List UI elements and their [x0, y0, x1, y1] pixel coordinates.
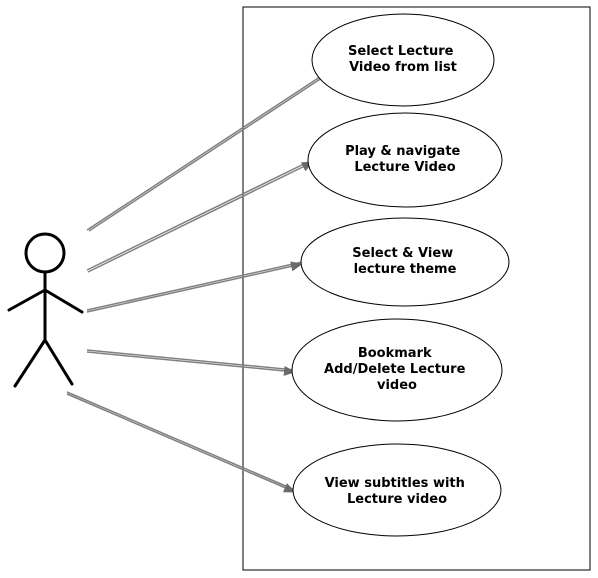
system-boundary [242, 6, 591, 571]
use-cases: Select Lecture Video from list Play & na… [291, 13, 510, 537]
association-arrow [86, 261, 303, 313]
svg-text:Select & View lecture: Select & View lecture theme [352, 246, 457, 277]
svg-text:View subtitles with Le: View subtitles with Lecture video [325, 476, 470, 507]
use-case-label-line: Select & View [352, 246, 453, 261]
use-case-select-lecture-video: Select Lecture Video from list [311, 13, 495, 107]
svg-text:Select Lecture Video f: Select Lecture Video from list [348, 44, 458, 75]
svg-text:Play & navigate Lectur: Play & navigate Lecture Video [345, 144, 465, 175]
association-arrow [86, 159, 314, 273]
svg-text:Bookmark Add/Delete Le: Bookmark Add/Delete Lecture video [324, 346, 470, 393]
use-case-label-line: Select Lecture [348, 44, 454, 59]
use-case-select-view-theme: Select & View lecture theme [300, 217, 510, 307]
association-arrow [86, 349, 296, 376]
use-case-label-line: video [377, 378, 417, 393]
use-case-label-line: Play & navigate [345, 144, 460, 159]
use-case-label-line: lecture theme [354, 262, 457, 277]
actor [7, 232, 84, 388]
use-case-view-subtitles: View subtitles with Lecture video [292, 443, 502, 537]
use-case-bookmark: Bookmark Add/Delete Lecture video [291, 318, 503, 422]
use-case-label-line: Add/Delete Lecture [324, 362, 466, 377]
associations [66, 68, 335, 493]
use-case-label-line: Lecture Video [354, 160, 455, 175]
association-arrow [86, 68, 335, 232]
use-case-label-line: View subtitles with [325, 476, 465, 491]
use-case-label-line: Bookmark [358, 346, 432, 361]
use-case-play-navigate: Play & navigate Lecture Video [307, 112, 503, 208]
use-case-label-line: Lecture video [347, 492, 447, 507]
stick-figure-icon [7, 232, 84, 388]
use-case-label-line: Video from list [349, 60, 457, 75]
association-arrow [66, 391, 296, 493]
